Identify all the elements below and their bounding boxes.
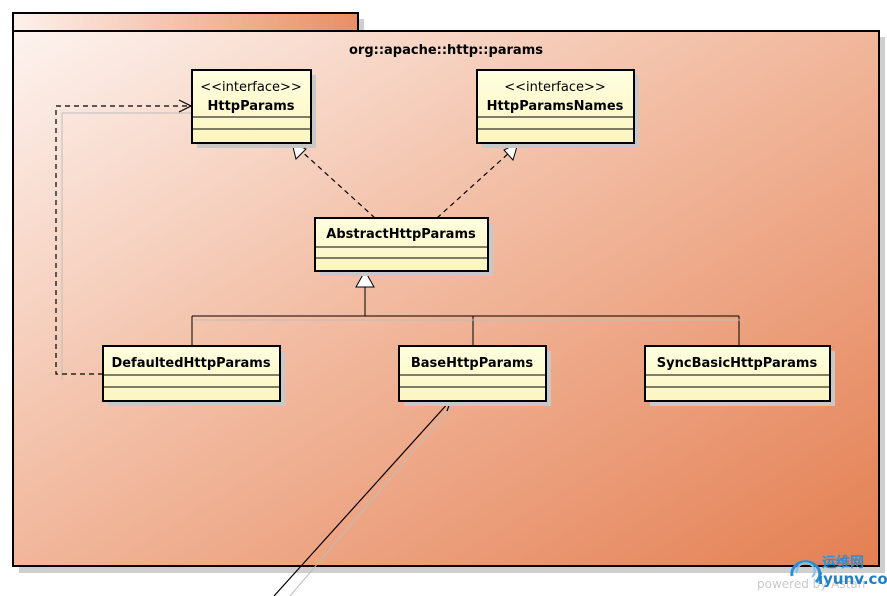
class-stereotype: <<interface>> (200, 80, 302, 95)
class-name: DefaultedHttpParams (111, 356, 270, 371)
class-stereotype: <<interface>> (504, 80, 606, 95)
class-defaulted-http-params[interactable]: DefaultedHttpParams (102, 345, 285, 406)
class-name: AbstractHttpParams (326, 227, 476, 242)
generalization-arrowhead (355, 269, 375, 288)
class-box (191, 69, 312, 144)
watermark-brand: 运维网 (822, 554, 864, 571)
watermark-logo-icon (790, 560, 822, 584)
class-name: SyncBasicHttpParams (657, 356, 818, 371)
class-abstract-http-params[interactable]: AbstractHttpParams (314, 217, 493, 276)
class-name: HttpParams (207, 99, 294, 114)
class-box (644, 345, 831, 402)
watermark-site: iyunv.com (818, 570, 887, 588)
class-base-http-params[interactable]: BaseHttpParams (398, 345, 551, 406)
watermark: powered by Astah 运维网 iyunv.com (757, 554, 887, 591)
class-box (476, 69, 635, 144)
package-name: org::apache::http::params (349, 43, 543, 58)
class-box (102, 345, 281, 402)
class-name: BaseHttpParams (411, 356, 534, 371)
class-name: HttpParamsNames (487, 99, 624, 114)
class-box (398, 345, 547, 402)
class-sync-basic-http-params[interactable]: SyncBasicHttpParams (644, 345, 835, 406)
class-http-params[interactable]: <<interface>> HttpParams (191, 69, 316, 148)
class-box (314, 217, 489, 272)
generalization-connectors (191, 287, 740, 345)
class-http-params-names[interactable]: <<interface>> HttpParamsNames (476, 69, 639, 148)
package-body (12, 30, 880, 567)
watermark-prefix: powered by Astah (757, 577, 865, 591)
